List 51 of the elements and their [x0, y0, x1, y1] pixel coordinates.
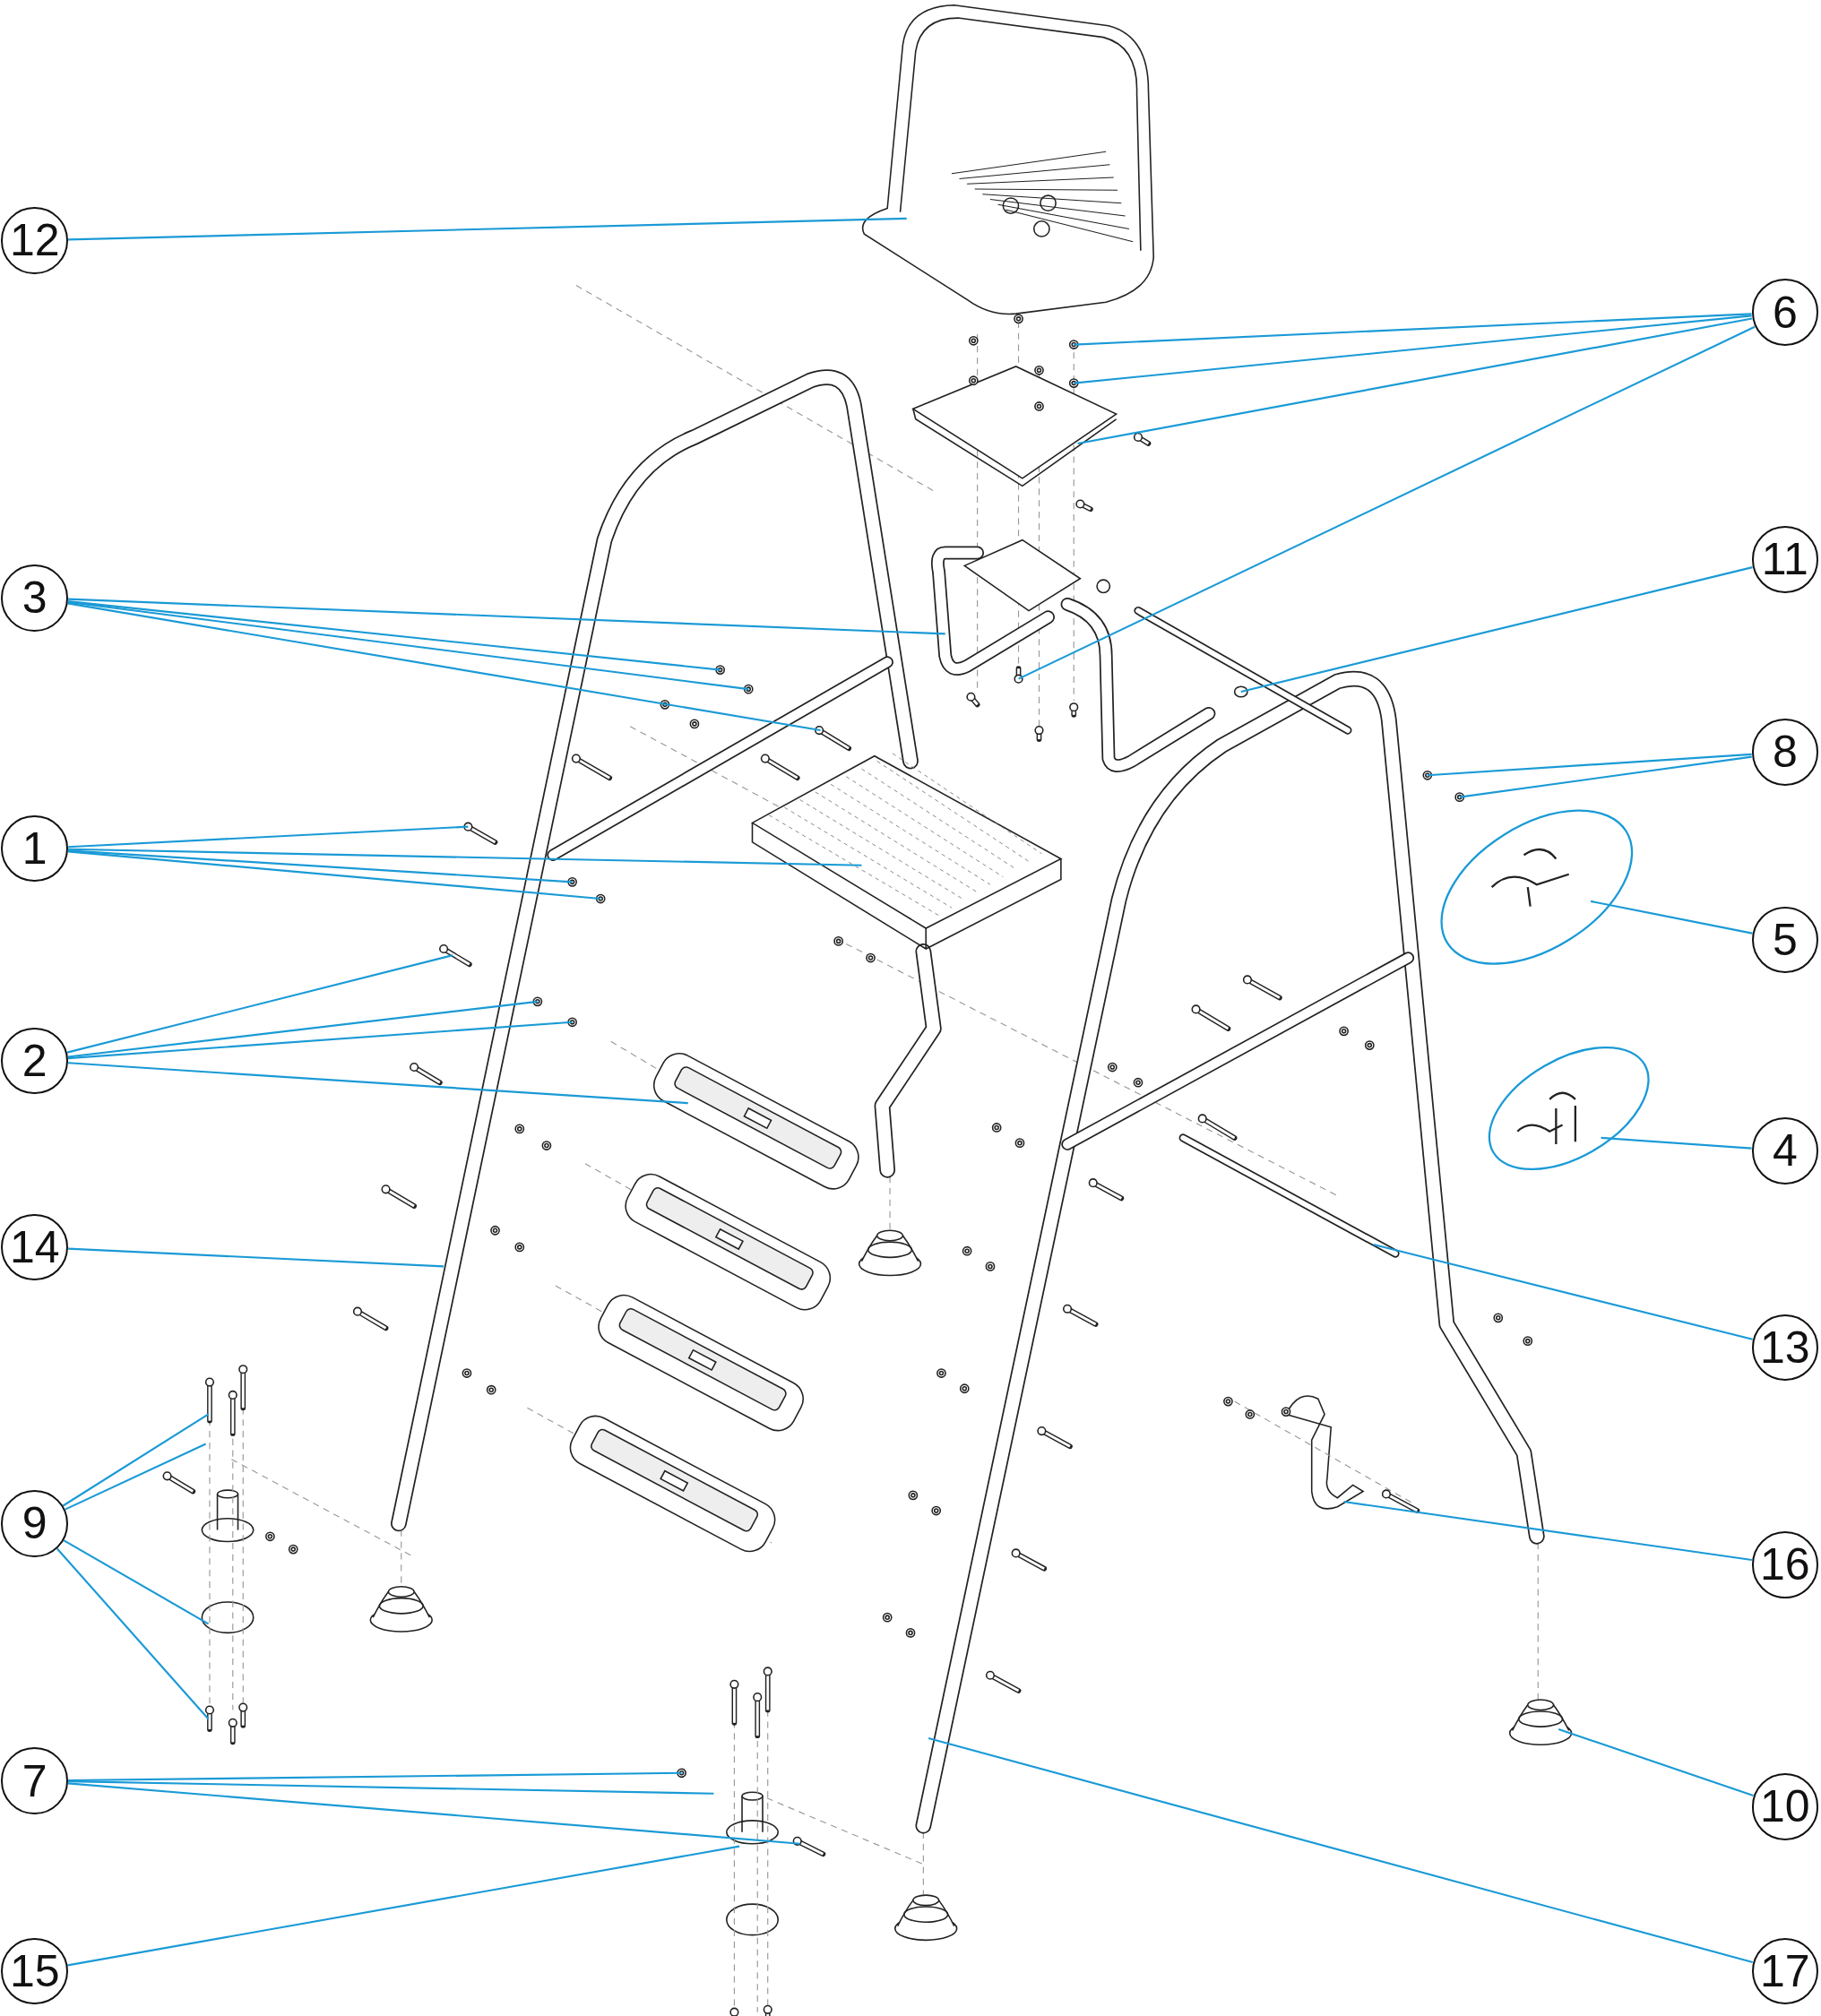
callout-number: 16 — [1751, 1531, 1819, 1598]
callout-number: 5 — [1751, 906, 1819, 974]
leader-line — [68, 1771, 682, 1782]
leader-line — [1427, 753, 1752, 777]
leader-line — [67, 600, 721, 671]
callout-number: 3 — [1, 564, 69, 632]
leader-line — [1590, 900, 1753, 935]
callout-number: 11 — [1751, 525, 1819, 593]
leader-line — [1074, 314, 1752, 384]
leader-line — [67, 850, 601, 900]
callout-number: 13 — [1751, 1314, 1819, 1382]
leader-line — [68, 848, 862, 866]
leader-line — [928, 1737, 1754, 1964]
callout-number: 17 — [1751, 1937, 1819, 2005]
callout-number: 4 — [1751, 1117, 1819, 1185]
callout-number: 9 — [1, 1490, 69, 1557]
leader-line — [68, 217, 907, 241]
leader-line — [67, 1062, 688, 1105]
leader-line — [1077, 317, 1753, 445]
leader-line — [67, 600, 749, 691]
leader-line — [1018, 325, 1756, 680]
callout-number: 15 — [1, 1937, 69, 2005]
leader-line — [62, 1413, 210, 1507]
leader-line — [1459, 755, 1752, 798]
leader-line — [1558, 1728, 1754, 1797]
leader-line — [63, 1539, 210, 1625]
leader-line — [1343, 1500, 1753, 1562]
leader-line — [66, 954, 453, 1054]
callout-number: 7 — [1, 1747, 69, 1814]
leader-line — [67, 1000, 538, 1058]
callout-number: 1 — [1, 814, 69, 883]
callout-number: 14 — [1, 1213, 69, 1281]
leader-line — [67, 602, 821, 732]
leader-line — [1074, 313, 1752, 346]
leader-line — [65, 1443, 207, 1511]
callout-number: 2 — [1, 1027, 69, 1095]
callout-number: 12 — [1, 207, 69, 274]
callout-number: 10 — [1751, 1772, 1819, 1840]
leader-line — [1373, 1244, 1753, 1340]
leader-line — [56, 1547, 210, 1720]
leader-line — [68, 598, 945, 635]
leader-line — [67, 1021, 573, 1060]
leader-line — [1601, 1136, 1752, 1150]
callout-number: 6 — [1751, 279, 1819, 346]
callout-number: 8 — [1751, 719, 1819, 786]
leader-line — [1240, 566, 1753, 694]
leader-line — [67, 1845, 740, 1967]
leader-line — [67, 1782, 800, 1845]
leader-line — [68, 825, 469, 849]
leader-line — [68, 1247, 444, 1268]
leader-line — [68, 1780, 714, 1795]
